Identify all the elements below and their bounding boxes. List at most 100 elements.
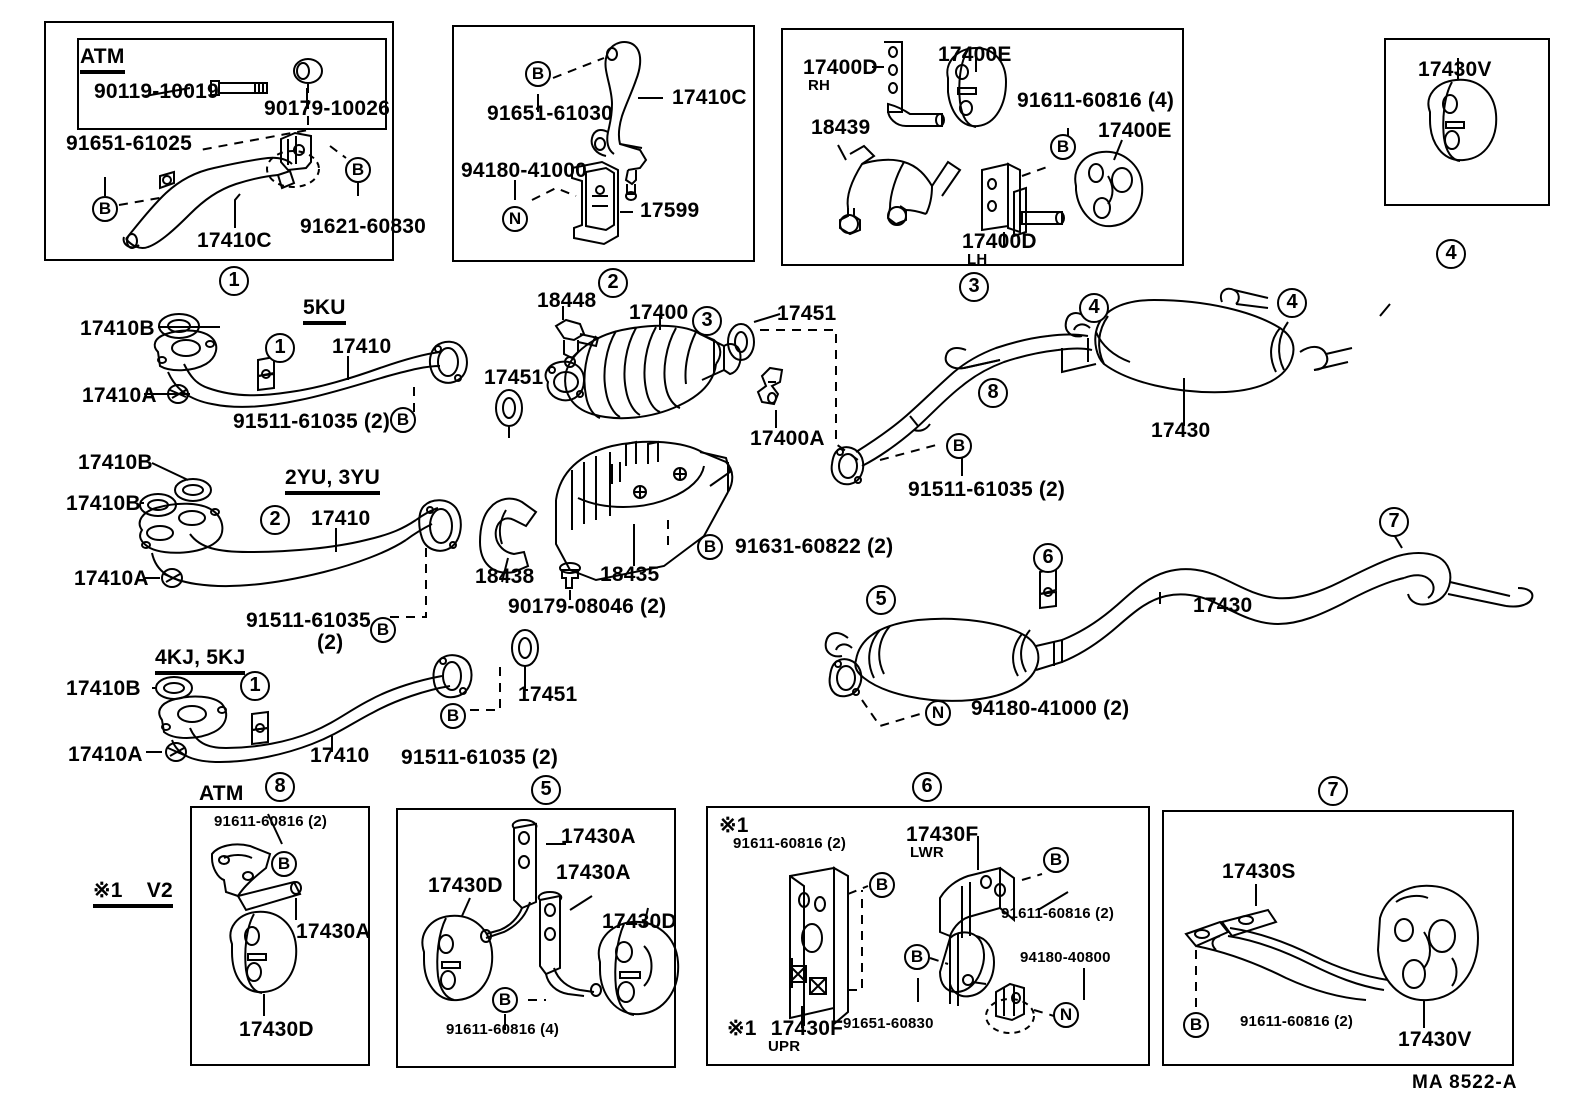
rear-callout-6: 6 [1033, 543, 1063, 573]
panel-6-mark-b-left: B [869, 872, 895, 898]
row1-mark-b: B [390, 407, 416, 433]
row1-gasket-label: 17410B [80, 317, 155, 340]
panel-5-mark-b: B [492, 987, 518, 1013]
sheet-footer-code: MA 8522-A [1412, 1072, 1518, 1093]
panel-1-atm-box [77, 38, 387, 130]
row3-nut-label: 17410A [68, 743, 143, 766]
rear-pipe-lower-glyph [826, 553, 1533, 701]
panel-8-bracket-label: 17430A [296, 920, 371, 943]
panel-2-mark-b: B [525, 61, 551, 87]
rear-callout-8: 8 [978, 378, 1008, 408]
panel-8-mark-b: B [271, 851, 297, 877]
panel-7-callout-number: 7 [1318, 776, 1348, 806]
rear-callout-4a: 4 [1079, 293, 1109, 323]
panel-3-bracket-lh-label: 17400D [962, 230, 1037, 253]
heat-insulator-left-label: 18438 [475, 565, 535, 588]
row3-mark-b: B [440, 703, 466, 729]
panel-5-bracket1-label: 17430A [561, 825, 636, 848]
group-2yu3yu-header: 2YU, 3YU [285, 467, 380, 495]
panel-6-bracket-lwr-label: 17430F [906, 823, 979, 846]
panel-6-clamp-label: 91651-60830 [843, 1015, 934, 1032]
rear-muffler-bottom-label: 17430 [1193, 594, 1253, 617]
panel-3-callout-number: 3 [959, 272, 989, 302]
converter-bracket-label: 17400A [750, 427, 825, 450]
panel-6-bolt-left-label: 91611-60816 (2) [733, 835, 847, 852]
converter-callout-number: 3 [692, 306, 722, 336]
panel-6-callout-number: 6 [912, 772, 942, 802]
panel-2-mark-n: N [502, 206, 528, 232]
front-pipe-5ku-glyph [155, 314, 467, 407]
rear-mark-b: B [946, 433, 972, 459]
panel-6-bracket-upr-pos: UPR [768, 1038, 801, 1055]
rear-callout-7: 7 [1379, 507, 1409, 537]
converter-mark-b: B [697, 534, 723, 560]
panel-3-mount-right-label: 17400E [1098, 119, 1172, 142]
row2-nut-label: 17410A [74, 567, 149, 590]
panel-8-bolt-label: 91611-60816 (2) [214, 813, 328, 830]
panel-8-support-label: 17430D [239, 1018, 314, 1041]
panel-2-callout-number: 2 [598, 268, 628, 298]
row3-pipe-label: 17410 [310, 744, 370, 767]
panel-5-support1-label: 17430D [428, 874, 503, 897]
row1-callout-number: 1 [265, 333, 295, 363]
row3-gasket-17451-label: 17451 [518, 683, 578, 706]
panel-1-atm-header: ATM [80, 46, 125, 74]
panel-6-frame [706, 806, 1150, 1066]
row1-bolt-label: 91511-61035 (2) [233, 410, 391, 433]
row2-bolt-label: 91511-61035 [246, 609, 371, 632]
row2-mark-b: B [370, 617, 396, 643]
panel-7-mark-b: B [1183, 1012, 1209, 1038]
panel-2-nut-label: 94180-41000 [461, 159, 587, 182]
panel-6-nut-label: 94180-40800 [1020, 949, 1111, 966]
group-5ku-header: 5KU [303, 297, 346, 325]
panel-3-mount-top-label: 17400E [938, 43, 1012, 66]
panel-3-hanger-label: 18439 [811, 116, 871, 139]
row2-gasket2-label: 17410B [66, 492, 141, 515]
panel-2-support-label: 17599 [640, 199, 700, 222]
panel-7-bolt-label: 91611-60816 (2) [1240, 1013, 1354, 1030]
sheet-note-mark: ※1 V2 [93, 880, 173, 908]
panel-8-frame [190, 806, 370, 1066]
panel-6-note2: ※1 [727, 1017, 757, 1040]
heat-insulator-lower-label: 18435 [600, 563, 660, 586]
panel-1-mark-b-left: B [92, 196, 118, 222]
note-asterisk: ※1 [93, 879, 123, 902]
panel-4-support-label: 17430V [1418, 58, 1492, 81]
note-value: V2 [146, 879, 173, 902]
panel-6-bolt-right-label: 91611-60816 (2) [1001, 905, 1115, 922]
row3-callout-number: 1 [240, 671, 270, 701]
panel-2-bracket-bolt-label: 91651-61030 [487, 102, 613, 125]
panel-5-frame [396, 808, 676, 1068]
converter-nut-label: 90179-08046 (2) [508, 595, 667, 618]
panel-1-frame [44, 21, 394, 261]
panel-8-callout-number: 8 [265, 772, 295, 802]
panel-3-bracket-rh-side: RH [808, 77, 831, 94]
panel-6-mark-b-lower: B [904, 944, 930, 970]
panel-4-callout-number: 4 [1436, 239, 1466, 269]
panel-5-support2-label: 17430D [602, 910, 677, 933]
panel-1-pipe-label: 17410C [197, 229, 272, 252]
panel-1-mark-b-right: B [345, 157, 371, 183]
row1-pipe-label: 17410 [332, 335, 392, 358]
panel-6-note-top: ※1 [719, 814, 749, 837]
panel-6-mark-n: N [1053, 1002, 1079, 1028]
converter-gasket-right-label: 17451 [777, 302, 837, 325]
rear-nut-label: 94180-41000 (2) [971, 697, 1130, 720]
rear-bolt-label: 91511-61035 (2) [908, 478, 1066, 501]
converter-bolt-label: 91631-60822 (2) [735, 535, 894, 558]
panel-6-note-bottom: ※1 17430F [727, 1018, 843, 1039]
panel-5-bolt-label: 91611-60816 (4) [446, 1021, 560, 1038]
row3-gasket-label: 17410B [66, 677, 141, 700]
panel-6-mark-b-right: B [1043, 847, 1069, 873]
panel-3-bolt-label: 91611-60816 (4) [1017, 89, 1175, 112]
panel-1-clamp-bolt2-label: 91621-60830 [300, 215, 426, 238]
rear-muffler-top-label: 17430 [1151, 419, 1211, 442]
panel-4-frame [1384, 38, 1550, 206]
panel-3-bracket-rh-label: 17400D [803, 56, 878, 79]
row2-callout-number: 2 [260, 505, 290, 535]
row1-nut-label: 17410A [82, 384, 157, 407]
panel-3-frame [781, 28, 1184, 266]
panel-5-callout-number: 5 [531, 775, 561, 805]
rear-callout-5: 5 [866, 585, 896, 615]
